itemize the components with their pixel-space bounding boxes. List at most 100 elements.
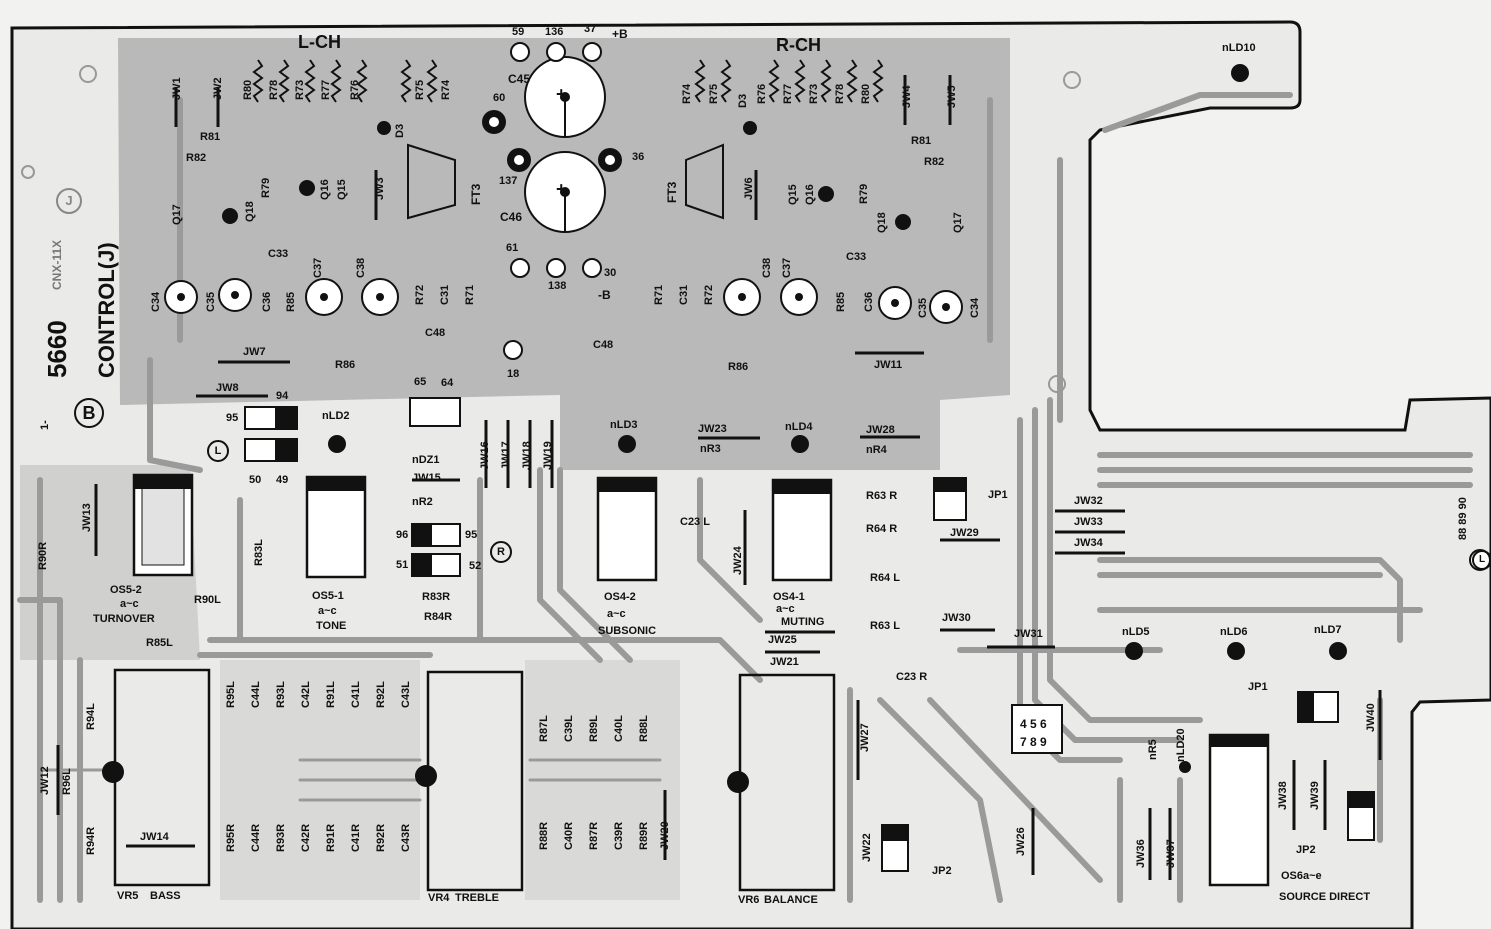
edge-part: R84R: [424, 611, 453, 623]
pin-label: 95: [465, 529, 478, 541]
mid-label: R63 L: [870, 620, 900, 632]
pin-label: 49: [276, 474, 289, 486]
bass-part: C41L: [350, 681, 362, 708]
mid-label: JW30: [942, 612, 971, 624]
pin-59: 59: [512, 26, 525, 38]
copper-area-top: [118, 38, 1010, 470]
switch-os6: [1208, 733, 1270, 887]
mid-label: JW16: [479, 441, 491, 470]
pin-136: 136: [545, 26, 564, 38]
side-mark: B: [74, 398, 104, 428]
treble-part: C39L: [563, 715, 575, 742]
mounting-holes: [21, 65, 1081, 393]
bass-part: C43R: [400, 823, 412, 852]
q-label: Q16: [804, 184, 816, 205]
mid-label: JW32: [1074, 495, 1103, 507]
mid-label: JW25: [768, 634, 797, 646]
led-label: nLD7: [1314, 624, 1342, 636]
q-label: Q18: [244, 201, 256, 222]
res-label: R74: [440, 79, 452, 100]
part-label: C34: [150, 291, 162, 312]
power-pos: +B: [612, 27, 628, 41]
pot-vr4-id: VR4: [428, 892, 450, 904]
right-jw: JW36: [1135, 839, 1147, 868]
mid-label: JW21: [770, 656, 799, 668]
res-label: R78: [268, 79, 280, 100]
switch-os6-name: SOURCE DIRECT: [1279, 891, 1371, 903]
pin-label: 18: [507, 368, 520, 380]
edge-part: R90L: [194, 594, 221, 606]
mark-r: R: [490, 541, 512, 563]
treble-part: R89R: [638, 821, 650, 850]
switch-os5-2-sub: a~c: [120, 598, 139, 610]
mid-label: JP1: [988, 489, 1008, 501]
part-label: C48: [593, 339, 614, 351]
res-label: R76: [349, 79, 361, 100]
pin-36: 36: [632, 151, 645, 163]
connector-mid: [411, 523, 461, 577]
led-label: nLD10: [1222, 42, 1256, 54]
pot-vr5-name: BASS: [150, 890, 181, 902]
switch-os4-2-name: SUBSONIC: [598, 625, 657, 637]
part-label: C31: [678, 284, 690, 305]
part-label: C35: [917, 297, 929, 318]
part-label: R85: [285, 291, 297, 312]
mid-label: JW34: [1074, 537, 1103, 549]
switch-os4-2-id: OS4-2: [604, 591, 636, 603]
right-jw: JW26: [1015, 827, 1027, 856]
right-jw: JW27: [859, 723, 871, 752]
edge-part: JW14: [140, 831, 169, 843]
res-label: R80: [242, 79, 254, 100]
led-label: nLD4: [785, 421, 813, 433]
pot-vr4-name: TREBLE: [455, 892, 499, 904]
switch-os4-1-id: OS4-1: [773, 591, 805, 603]
switch-os4-2-sub: a~c: [607, 608, 626, 620]
bass-part: R93R: [275, 823, 287, 852]
part-label: C36: [863, 291, 875, 312]
edge-connector-label: 88 89 90: [1457, 497, 1469, 540]
mid-label: JW23: [698, 423, 727, 435]
led-label: nLD2: [322, 410, 350, 422]
switch-os4-2: [596, 476, 658, 582]
mid-label: R64 R: [866, 523, 898, 535]
mid-label: nR3: [700, 443, 721, 455]
connector-left: [244, 406, 298, 462]
switch-os5-1-id: OS5-1: [312, 590, 344, 602]
part-label: C35: [205, 291, 217, 312]
pin-60: 60: [493, 92, 506, 104]
edge-part: JW12: [39, 766, 51, 795]
power-neg: -B: [598, 288, 611, 302]
mid-label: JW19: [542, 441, 554, 470]
jw-label: JW1: [171, 77, 183, 100]
treble-part: R87R: [588, 821, 600, 850]
pot-vr6-id: VR6: [738, 894, 760, 906]
res-label: R74: [681, 83, 693, 104]
cap-c46-label: C46: [500, 210, 523, 224]
res-label: R77: [782, 83, 794, 104]
led-pads: [328, 64, 1347, 773]
pin-37: 37: [584, 23, 597, 35]
bass-part: R91R: [325, 823, 337, 852]
mid-label: nDZ1: [412, 454, 440, 466]
treble-part: C39R: [613, 821, 625, 850]
mid-label: JW15: [412, 472, 441, 484]
mid-label: JW17: [500, 441, 512, 470]
right-jw: JW37: [1165, 839, 1177, 868]
stamp-mark: J: [56, 188, 82, 214]
fet-left: [407, 143, 456, 220]
switch-os4-1-sub: a~c: [776, 603, 795, 615]
right-jw: JW22: [861, 833, 873, 862]
jumper-lines: [56, 75, 1382, 880]
capacitor-c45: +: [524, 56, 606, 138]
switch-os6-id: OS6a~e: [1281, 870, 1322, 882]
part-number: 5660: [42, 320, 72, 378]
part-label: C48: [425, 327, 446, 339]
bass-part: R92L: [375, 681, 387, 708]
pin-label: 94: [276, 390, 289, 402]
pin-label: 51: [396, 559, 409, 571]
switch-os5-1: [305, 475, 367, 579]
edge-part: R83R: [422, 591, 451, 603]
right-jw: JW39: [1309, 781, 1321, 810]
q-label: Q15: [336, 179, 348, 200]
bass-part: R92R: [375, 823, 387, 852]
